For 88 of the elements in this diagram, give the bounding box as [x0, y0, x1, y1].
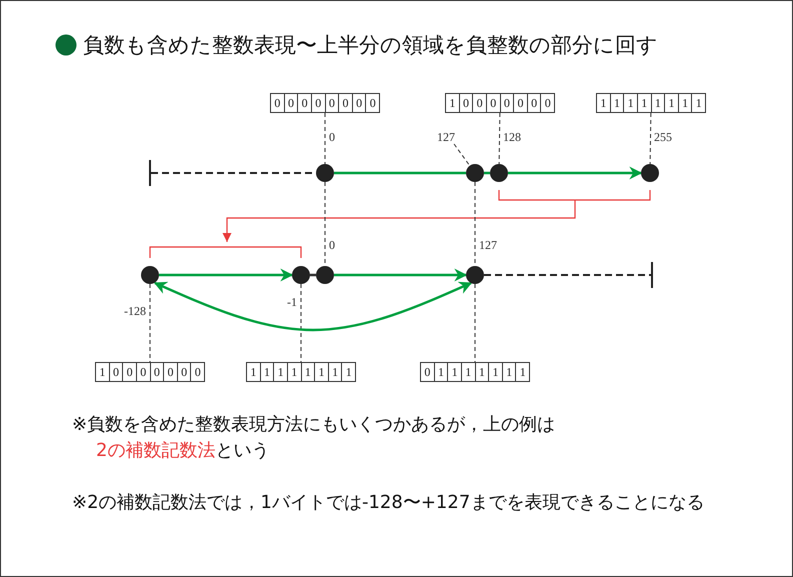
bit-cell: 1 [610, 94, 624, 112]
bit-cell: 1 [448, 363, 462, 381]
point-dot [292, 266, 310, 284]
note-text: という [215, 439, 270, 463]
dashed-connector [454, 144, 470, 166]
point-dot [316, 164, 334, 182]
line [310, 274, 316, 276]
arrow [508, 166, 642, 180]
dashed-connector [300, 284, 302, 362]
number-label: 255 [653, 130, 673, 144]
bit-cell-text: 1 [518, 364, 527, 381]
title: 負数も含めた整数表現〜上半分の領域を負整数の部分に回す [83, 32, 658, 59]
point-dot [490, 164, 508, 182]
bit-cell: 0 [473, 94, 487, 112]
bit-cell: 0 [312, 94, 326, 112]
bit-register-box [246, 362, 356, 382]
bit-cell: 1 [489, 363, 503, 381]
bit-cell: 1 [288, 363, 302, 381]
dashed-connector [498, 112, 500, 164]
bit-cell: 0 [421, 363, 435, 381]
bit-cell: 1 [328, 363, 342, 381]
bit-cell-text: 1 [344, 364, 353, 381]
bit-register-box [445, 93, 555, 113]
bit-register-box [420, 362, 530, 382]
dashed-connector [650, 112, 652, 164]
number-label: -1 [286, 295, 298, 309]
bit-cell: 1 [302, 363, 316, 381]
bit-register-box [95, 362, 205, 382]
bit-cell: 0 [528, 94, 542, 112]
number-label: 0 [328, 238, 336, 252]
line [334, 172, 466, 174]
bit-cell: 0 [164, 363, 178, 381]
bit-cell: 1 [315, 363, 329, 381]
bit-cell: 0 [339, 94, 353, 112]
bit-cell: 1 [96, 363, 110, 381]
bit-cell-text: 0 [544, 95, 552, 112]
dashed-connector [324, 112, 326, 164]
arrow [159, 268, 294, 282]
bit-cell: 0 [486, 94, 500, 112]
point-dot [316, 266, 334, 284]
line [484, 172, 490, 174]
bit-cell: 1 [624, 94, 638, 112]
note-text: 2の補数記数法 [96, 439, 216, 463]
point-dot [466, 164, 484, 182]
bit-cell: 1 [652, 94, 666, 112]
dashed-connector [474, 284, 476, 362]
bit-cell: 1 [597, 94, 611, 112]
point-dot [641, 164, 659, 182]
arrow [334, 268, 468, 282]
bit-cell: 1 [502, 363, 516, 381]
bit-cell-text: 0 [194, 364, 202, 381]
bit-register-box [596, 93, 706, 113]
bit-cell: 1 [274, 363, 288, 381]
bit-cell: 1 [665, 94, 679, 112]
bit-cell: 0 [326, 94, 340, 112]
bit-cell: 0 [150, 363, 164, 381]
bit-cell: 1 [678, 94, 692, 112]
number-label: 127 [436, 130, 456, 144]
bit-cell: 0 [271, 94, 285, 112]
note-text: ※負数を含めた整数表現方法にもいくつかあるが，上の例は [72, 413, 556, 437]
bit-cell: 0 [298, 94, 312, 112]
bit-cell: 1 [434, 363, 448, 381]
double-arrow [154, 282, 472, 332]
bit-cell: 0 [136, 363, 150, 381]
bit-cell: 1 [446, 94, 460, 112]
bit-cell: 0 [123, 363, 137, 381]
number-label: 0 [328, 130, 336, 144]
number-label: -128 [123, 304, 147, 318]
bit-cell: 0 [284, 94, 298, 112]
bit-cell-text: 0 [368, 95, 377, 112]
bit-cell: 1 [476, 363, 490, 381]
bit-cell-text: 1 [694, 95, 703, 112]
bit-cell: 0 [178, 363, 192, 381]
bit-cell: 1 [260, 363, 274, 381]
bit-register-box [270, 93, 380, 113]
bit-cell: 0 [352, 94, 366, 112]
point-dot [466, 266, 484, 284]
point-dot [141, 266, 159, 284]
bit-cell: 1 [462, 363, 476, 381]
note-text: ※2の補数記数法では，1バイトでは-128〜+127までを表現できることになる [72, 491, 706, 515]
number-label: 127 [478, 238, 498, 252]
bit-cell: 0 [514, 94, 528, 112]
bit-cell: 0 [460, 94, 474, 112]
bit-cell: 1 [638, 94, 652, 112]
bit-cell: 0 [110, 363, 124, 381]
bit-cell: 0 [500, 94, 514, 112]
bit-cell: 1 [247, 363, 261, 381]
number-label: 128 [502, 130, 522, 144]
